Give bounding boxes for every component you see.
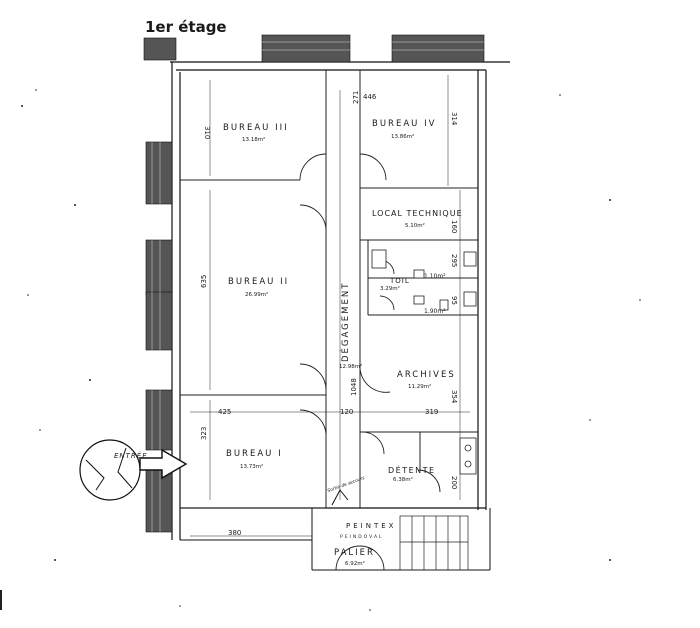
floor-title: 1er étage — [145, 18, 227, 36]
bureau2-area: 26.99m² — [245, 291, 268, 298]
doors — [299, 153, 441, 571]
dim-446: 446 — [363, 93, 377, 101]
dim-354: 354 — [450, 390, 458, 404]
bureau1-name: BUREAU I — [226, 449, 283, 459]
bureau1-area: 13.73m² — [240, 463, 263, 470]
bureau3-name: BUREAU III — [223, 123, 289, 133]
dim-310: 310 — [203, 126, 211, 139]
entrance-arrow-icon — [139, 448, 188, 480]
dim-160: 160 — [450, 220, 458, 233]
dim-295: 295 — [450, 254, 458, 267]
local-technique-area: 5.10m² — [405, 222, 425, 229]
toilet-fixtures — [371, 249, 477, 311]
dim-635: 635 — [200, 275, 208, 288]
bureau4-name: BUREAU IV — [372, 119, 436, 129]
emergency-exit-arrow-icon — [331, 489, 349, 506]
dim-1048: 1048 — [350, 378, 358, 396]
interior-walls — [180, 70, 478, 537]
kitchen-sink — [459, 437, 477, 475]
dim-323: 323 — [200, 427, 208, 440]
dim-110: 1.10m² — [424, 273, 446, 280]
degagement-area: 12.98m² — [339, 363, 362, 370]
dim-380: 380 — [228, 529, 241, 537]
dim-314: 314 — [450, 112, 458, 126]
peintex-sub-label: PEINDOVAL — [340, 534, 384, 540]
dim-95: 95 — [450, 296, 458, 305]
entrance-label: ENTRÉE — [114, 451, 148, 460]
window-hatch-lines — [151, 41, 484, 532]
bureau3-area: 13.18m² — [242, 136, 265, 143]
entrance-symbol — [79, 439, 141, 501]
dim-190: 1.90m² — [424, 308, 446, 315]
dim-271: 271 — [352, 91, 360, 104]
local-technique-name: LOCAL TECHNIQUE — [372, 209, 463, 218]
dim-200: 200 — [450, 476, 458, 489]
dim-120: 120 — [340, 408, 353, 416]
window-hatches — [143, 34, 485, 533]
palier-area: 6.92m² — [345, 560, 365, 567]
bureau2-name: BUREAU II — [228, 277, 289, 287]
peintex-label: PEINTEX — [346, 522, 396, 530]
bureau4-area: 13.86m² — [391, 133, 414, 140]
detente-area: 6.38m² — [393, 476, 413, 483]
dim-425: 425 — [218, 408, 231, 416]
archives-area: 11.29m² — [408, 383, 431, 390]
archives-name: ARCHIVES — [397, 370, 456, 380]
toilettes-name: TOIL — [389, 277, 410, 285]
palier-name: PALIER — [334, 548, 375, 558]
dim-319: 319 — [425, 408, 438, 416]
scan-noise — [0, 89, 641, 611]
degagement-name: DÉGAGEMENT — [339, 282, 351, 362]
detente-name: DÉTENTE — [388, 464, 436, 475]
toilettes-area: 3.29m² — [380, 285, 400, 292]
stairs — [399, 515, 469, 571]
